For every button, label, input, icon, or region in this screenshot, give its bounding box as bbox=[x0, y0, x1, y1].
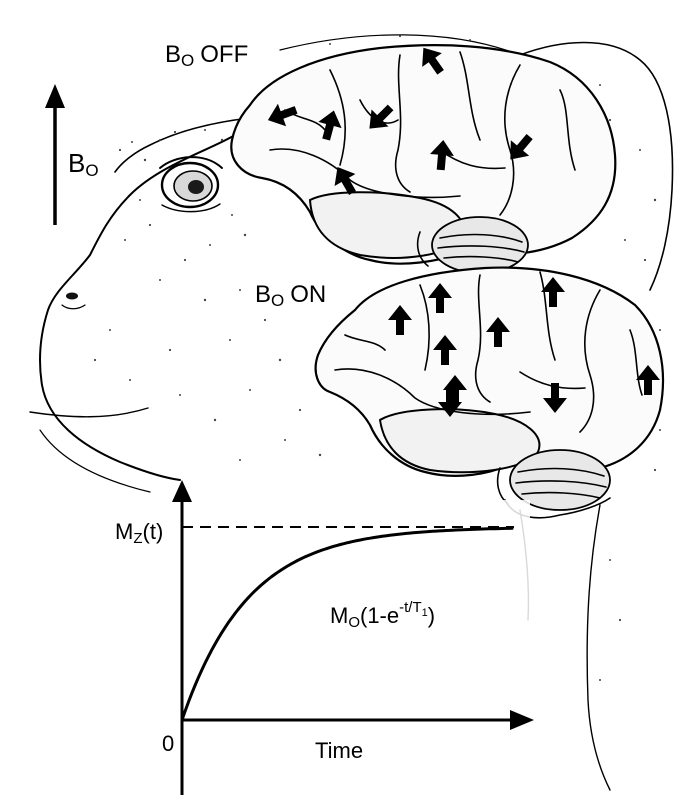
y-axis-arrow-icon bbox=[172, 480, 192, 502]
mouth-line bbox=[30, 408, 148, 417]
chin-contour bbox=[40, 430, 150, 492]
t1-recovery-graph: MZ(t) 0 Time MO(1-e-t/T1) bbox=[115, 480, 534, 795]
brain-bo-off bbox=[231, 41, 615, 273]
x-axis-label: Time bbox=[315, 738, 363, 763]
b0-field-indicator: BO bbox=[45, 84, 99, 225]
field-label: BO bbox=[68, 148, 99, 180]
field-arrow-up-icon bbox=[45, 84, 65, 108]
eye bbox=[160, 157, 222, 212]
brain-bo-on bbox=[316, 268, 663, 518]
y-axis-label: MZ(t) bbox=[115, 519, 163, 547]
neck-outline bbox=[587, 505, 610, 790]
nostril bbox=[66, 293, 78, 300]
origin-label: 0 bbox=[162, 731, 174, 756]
